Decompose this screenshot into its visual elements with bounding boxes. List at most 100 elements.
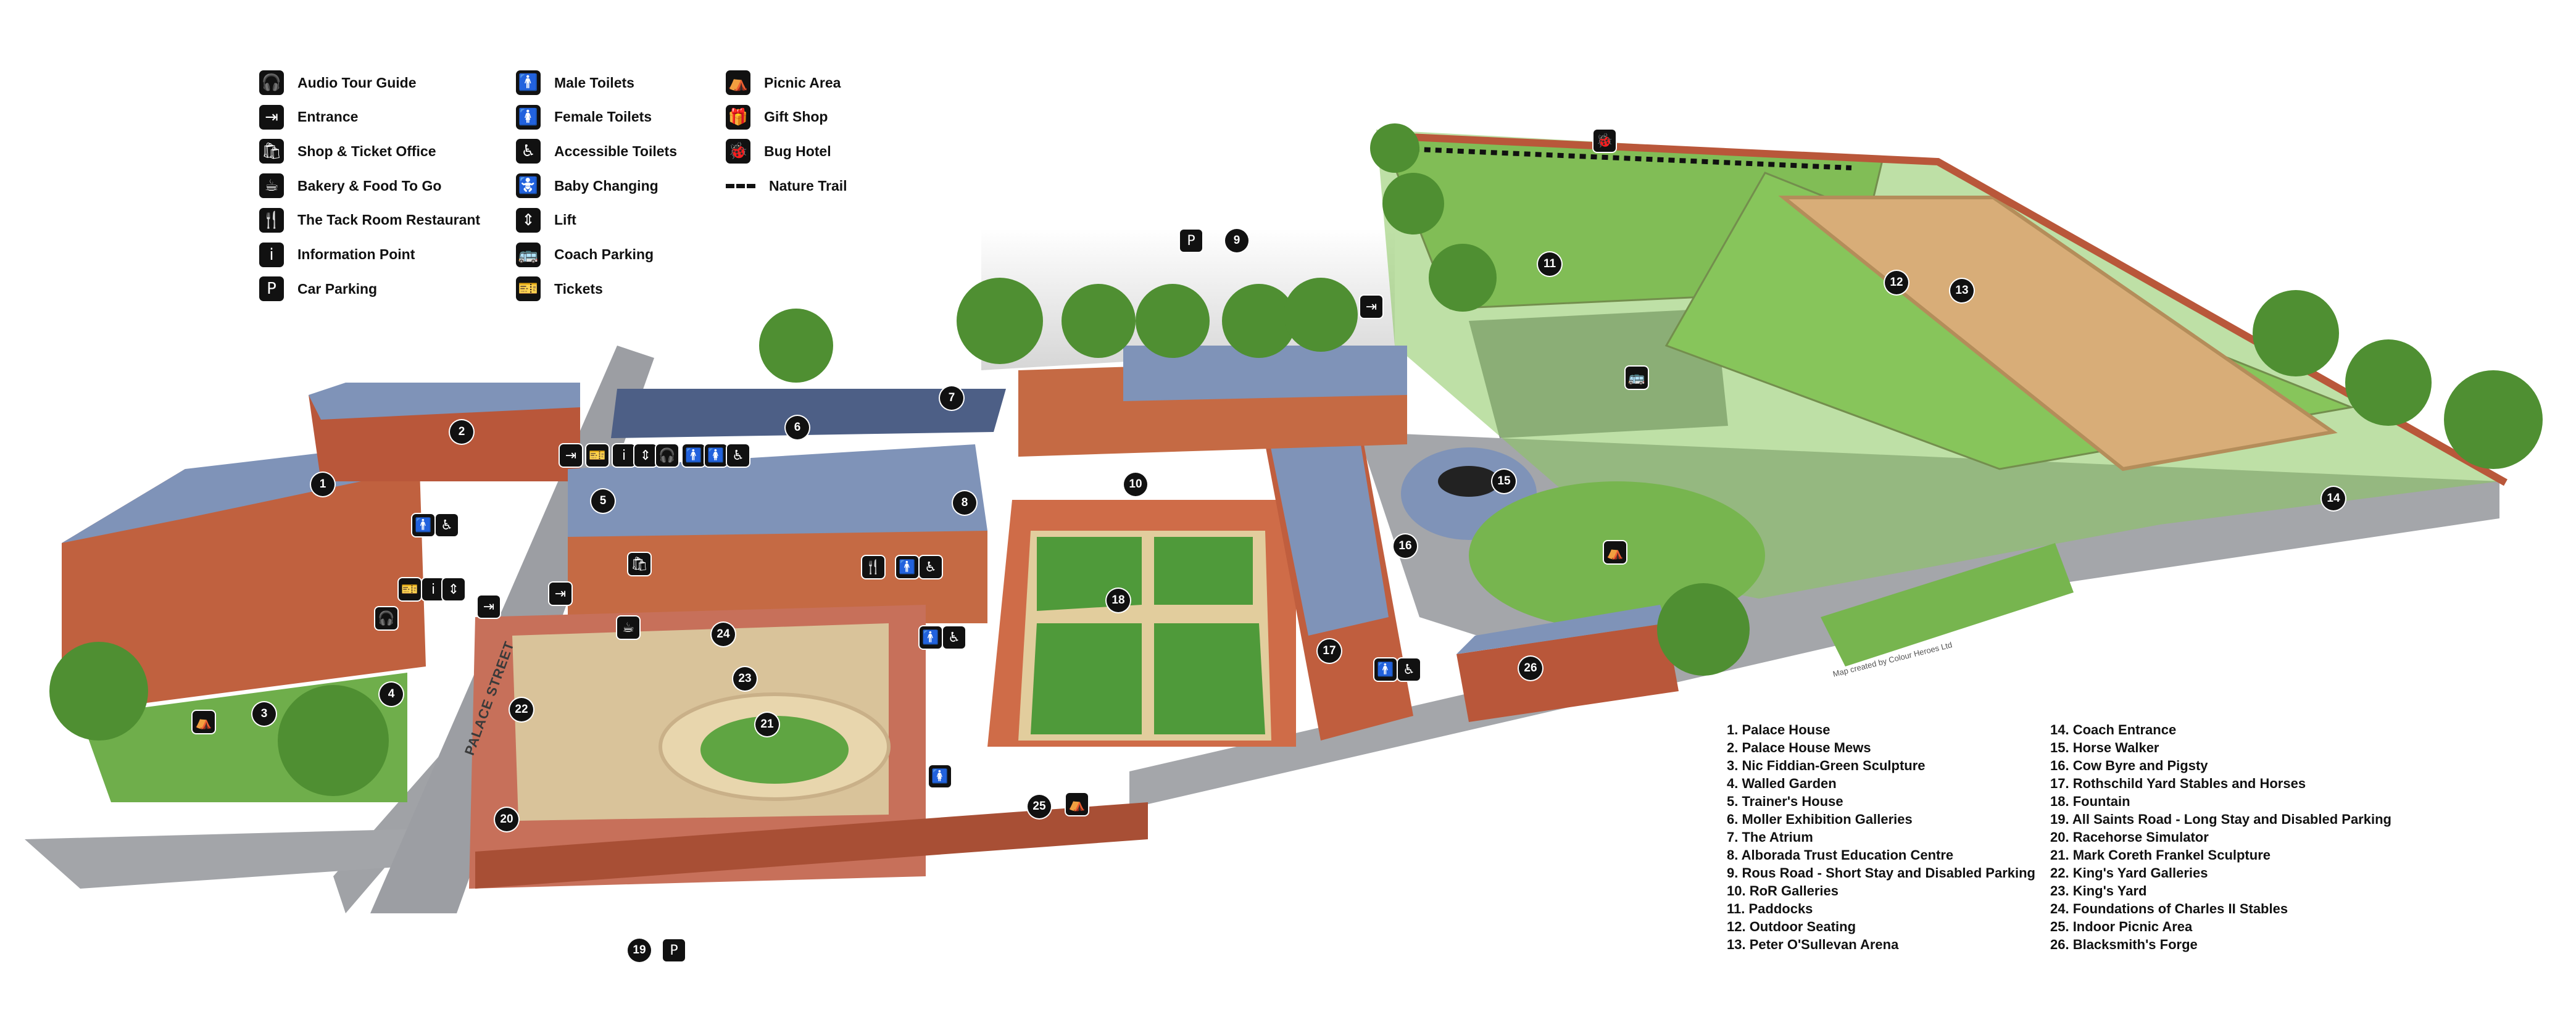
key-item: 23. King's Yard	[2050, 883, 2147, 899]
lift-icon[interactable]: ⇕	[442, 578, 465, 600]
legend-item: i Information Point	[259, 241, 415, 268]
male-toilet-icon[interactable]: 🚹	[1374, 658, 1397, 681]
picnic-table-icon[interactable]: ⛺	[1604, 541, 1626, 563]
coach-icon: 🚌	[516, 242, 541, 267]
entrance-icon: ⇥	[259, 104, 284, 130]
legend-label: The Tack Room Restaurant	[297, 212, 481, 228]
legend-item: 🚌Coach Parking	[516, 241, 654, 268]
info-icon[interactable]: i	[422, 578, 444, 600]
map-marker-22[interactable]: 22	[510, 698, 533, 721]
legend-item: 🎁Gift Shop	[726, 104, 828, 131]
male-toilet-icon[interactable]: 🚹	[920, 626, 942, 649]
female-toilet-icon[interactable]: 🚺	[705, 444, 727, 467]
map-marker-19[interactable]: 19	[628, 939, 651, 962]
key-item: 19. All Saints Road - Long Stay and Disa…	[2050, 812, 2391, 827]
legend-label: Bug Hotel	[764, 143, 831, 159]
map-marker-26[interactable]: 26	[1519, 657, 1542, 680]
key-item: 6. Moller Exhibition Galleries	[1727, 812, 1913, 827]
map-marker-15[interactable]: 15	[1492, 470, 1516, 493]
buildings	[62, 346, 1765, 889]
key-item: 13. Peter O'Sullevan Arena	[1727, 937, 1899, 952]
entrance-icon[interactable]: ⇥	[560, 444, 582, 467]
legend-label: Lift	[554, 212, 576, 228]
info-icon: i	[259, 242, 284, 267]
legend-item: ⇕Lift	[516, 207, 576, 234]
key-item: 11. Paddocks	[1727, 901, 1813, 916]
map-marker-14[interactable]: 14	[2322, 487, 2345, 510]
entrance-icon[interactable]: ⇥	[1360, 296, 1382, 318]
map-marker-17[interactable]: 17	[1318, 639, 1341, 663]
gift-bag-icon: 🎁	[726, 104, 750, 130]
map-marker-9[interactable]: 9	[1225, 229, 1249, 252]
map-marker-4[interactable]: 4	[380, 683, 403, 706]
wheelchair-icon[interactable]: ♿	[943, 626, 965, 649]
map-marker-18[interactable]: 18	[1107, 589, 1130, 612]
shopping-bag-icon: 🛍	[259, 139, 284, 164]
male-toilet-icon[interactable]: 🚹	[896, 556, 918, 578]
key-item: 12. Outdoor Seating	[1727, 919, 1856, 934]
key-item: 3. Nic Fiddian-Green Sculpture	[1727, 758, 1926, 773]
headphones-icon[interactable]: 🎧	[375, 607, 397, 629]
info-icon[interactable]: i	[613, 444, 635, 467]
map-marker-25[interactable]: 25	[1028, 795, 1051, 818]
male-toilet-icon: 🚹	[516, 70, 541, 95]
coffee-cup-icon: ☕	[259, 173, 284, 199]
wheelchair-icon[interactable]: ♿	[436, 514, 458, 536]
picnic-table-icon[interactable]: ⛺	[1066, 793, 1088, 815]
key-item: 22. King's Yard Galleries	[2050, 865, 2208, 881]
legend-label: Accessible Toilets	[554, 143, 677, 159]
wheelchair-icon[interactable]: ♿	[727, 444, 749, 467]
male-toilet-icon[interactable]: 🚹	[412, 514, 434, 536]
parking-icon[interactable]: P	[663, 939, 685, 961]
legend-label: Information Point	[297, 246, 415, 262]
legend-item: ⇥Entrance	[259, 104, 358, 131]
baby-change-icon: 🚼	[516, 173, 541, 199]
bug-icon[interactable]: 🐞	[1593, 130, 1616, 152]
legend-item: 🎧Audio Tour Guide	[259, 69, 417, 96]
key-item: 24. Foundations of Charles II Stables	[2050, 901, 2288, 916]
legend-label: Female Toilets	[554, 109, 652, 125]
picnic-table-icon: ⛺	[726, 70, 750, 95]
ticket-icon[interactable]: 🎫	[586, 444, 609, 467]
legend-item: 🚹Male Toilets	[516, 69, 634, 96]
map-marker-2[interactable]: 2	[450, 420, 473, 444]
map-marker-21[interactable]: 21	[755, 713, 779, 736]
map-marker-23[interactable]: 23	[733, 667, 757, 691]
legend-label: Audio Tour Guide	[297, 74, 417, 91]
male-toilet-icon[interactable]: 🚹	[683, 444, 705, 467]
lift-icon[interactable]: ⇕	[634, 444, 657, 467]
bug-icon: 🐞	[726, 139, 750, 164]
map-marker-12[interactable]: 12	[1885, 271, 1908, 294]
wheelchair-icon[interactable]: ♿	[920, 556, 942, 578]
shopping-bag-icon[interactable]: 🛍	[628, 553, 650, 575]
legend-item: 🎫Tickets	[516, 275, 603, 302]
ticket-icon[interactable]: 🎫	[399, 578, 421, 600]
cutlery-icon: 🍴	[259, 207, 284, 233]
wheelchair-icon[interactable]: ♿	[1398, 658, 1420, 681]
key-item: 25. Indoor Picnic Area	[2050, 919, 2193, 934]
map-marker-5[interactable]: 5	[591, 489, 615, 513]
coffee-cup-icon[interactable]: ☕	[617, 616, 639, 639]
cutlery-icon[interactable]: 🍴	[862, 556, 884, 578]
headphones-icon[interactable]: 🎧	[656, 444, 678, 467]
map-marker-16[interactable]: 16	[1394, 534, 1417, 558]
map-marker-8[interactable]: 8	[953, 491, 976, 515]
entrance-icon[interactable]: ⇥	[549, 583, 571, 605]
key-item: 2. Palace House Mews	[1727, 740, 1871, 755]
map-marker-3[interactable]: 3	[252, 702, 276, 726]
map-marker-6[interactable]: 6	[786, 416, 809, 439]
coach-icon[interactable]: 🚌	[1626, 367, 1648, 389]
map-marker-11[interactable]: 11	[1538, 252, 1561, 276]
map-marker-24[interactable]: 24	[712, 623, 735, 646]
map-marker-1[interactable]: 1	[311, 473, 334, 496]
picnic-table-icon[interactable]: ⛺	[193, 711, 215, 733]
female-toilet-icon[interactable]: 🚺	[929, 765, 951, 787]
key-item: 9. Rous Road - Short Stay and Disabled P…	[1727, 865, 2035, 881]
map-marker-10[interactable]: 10	[1124, 473, 1147, 496]
map-marker-13[interactable]: 13	[1950, 279, 1974, 302]
map-marker-20[interactable]: 20	[495, 808, 518, 831]
map-marker-7[interactable]: 7	[940, 386, 963, 410]
parking-icon[interactable]: P	[1180, 230, 1202, 252]
entrance-icon[interactable]: ⇥	[478, 596, 500, 618]
